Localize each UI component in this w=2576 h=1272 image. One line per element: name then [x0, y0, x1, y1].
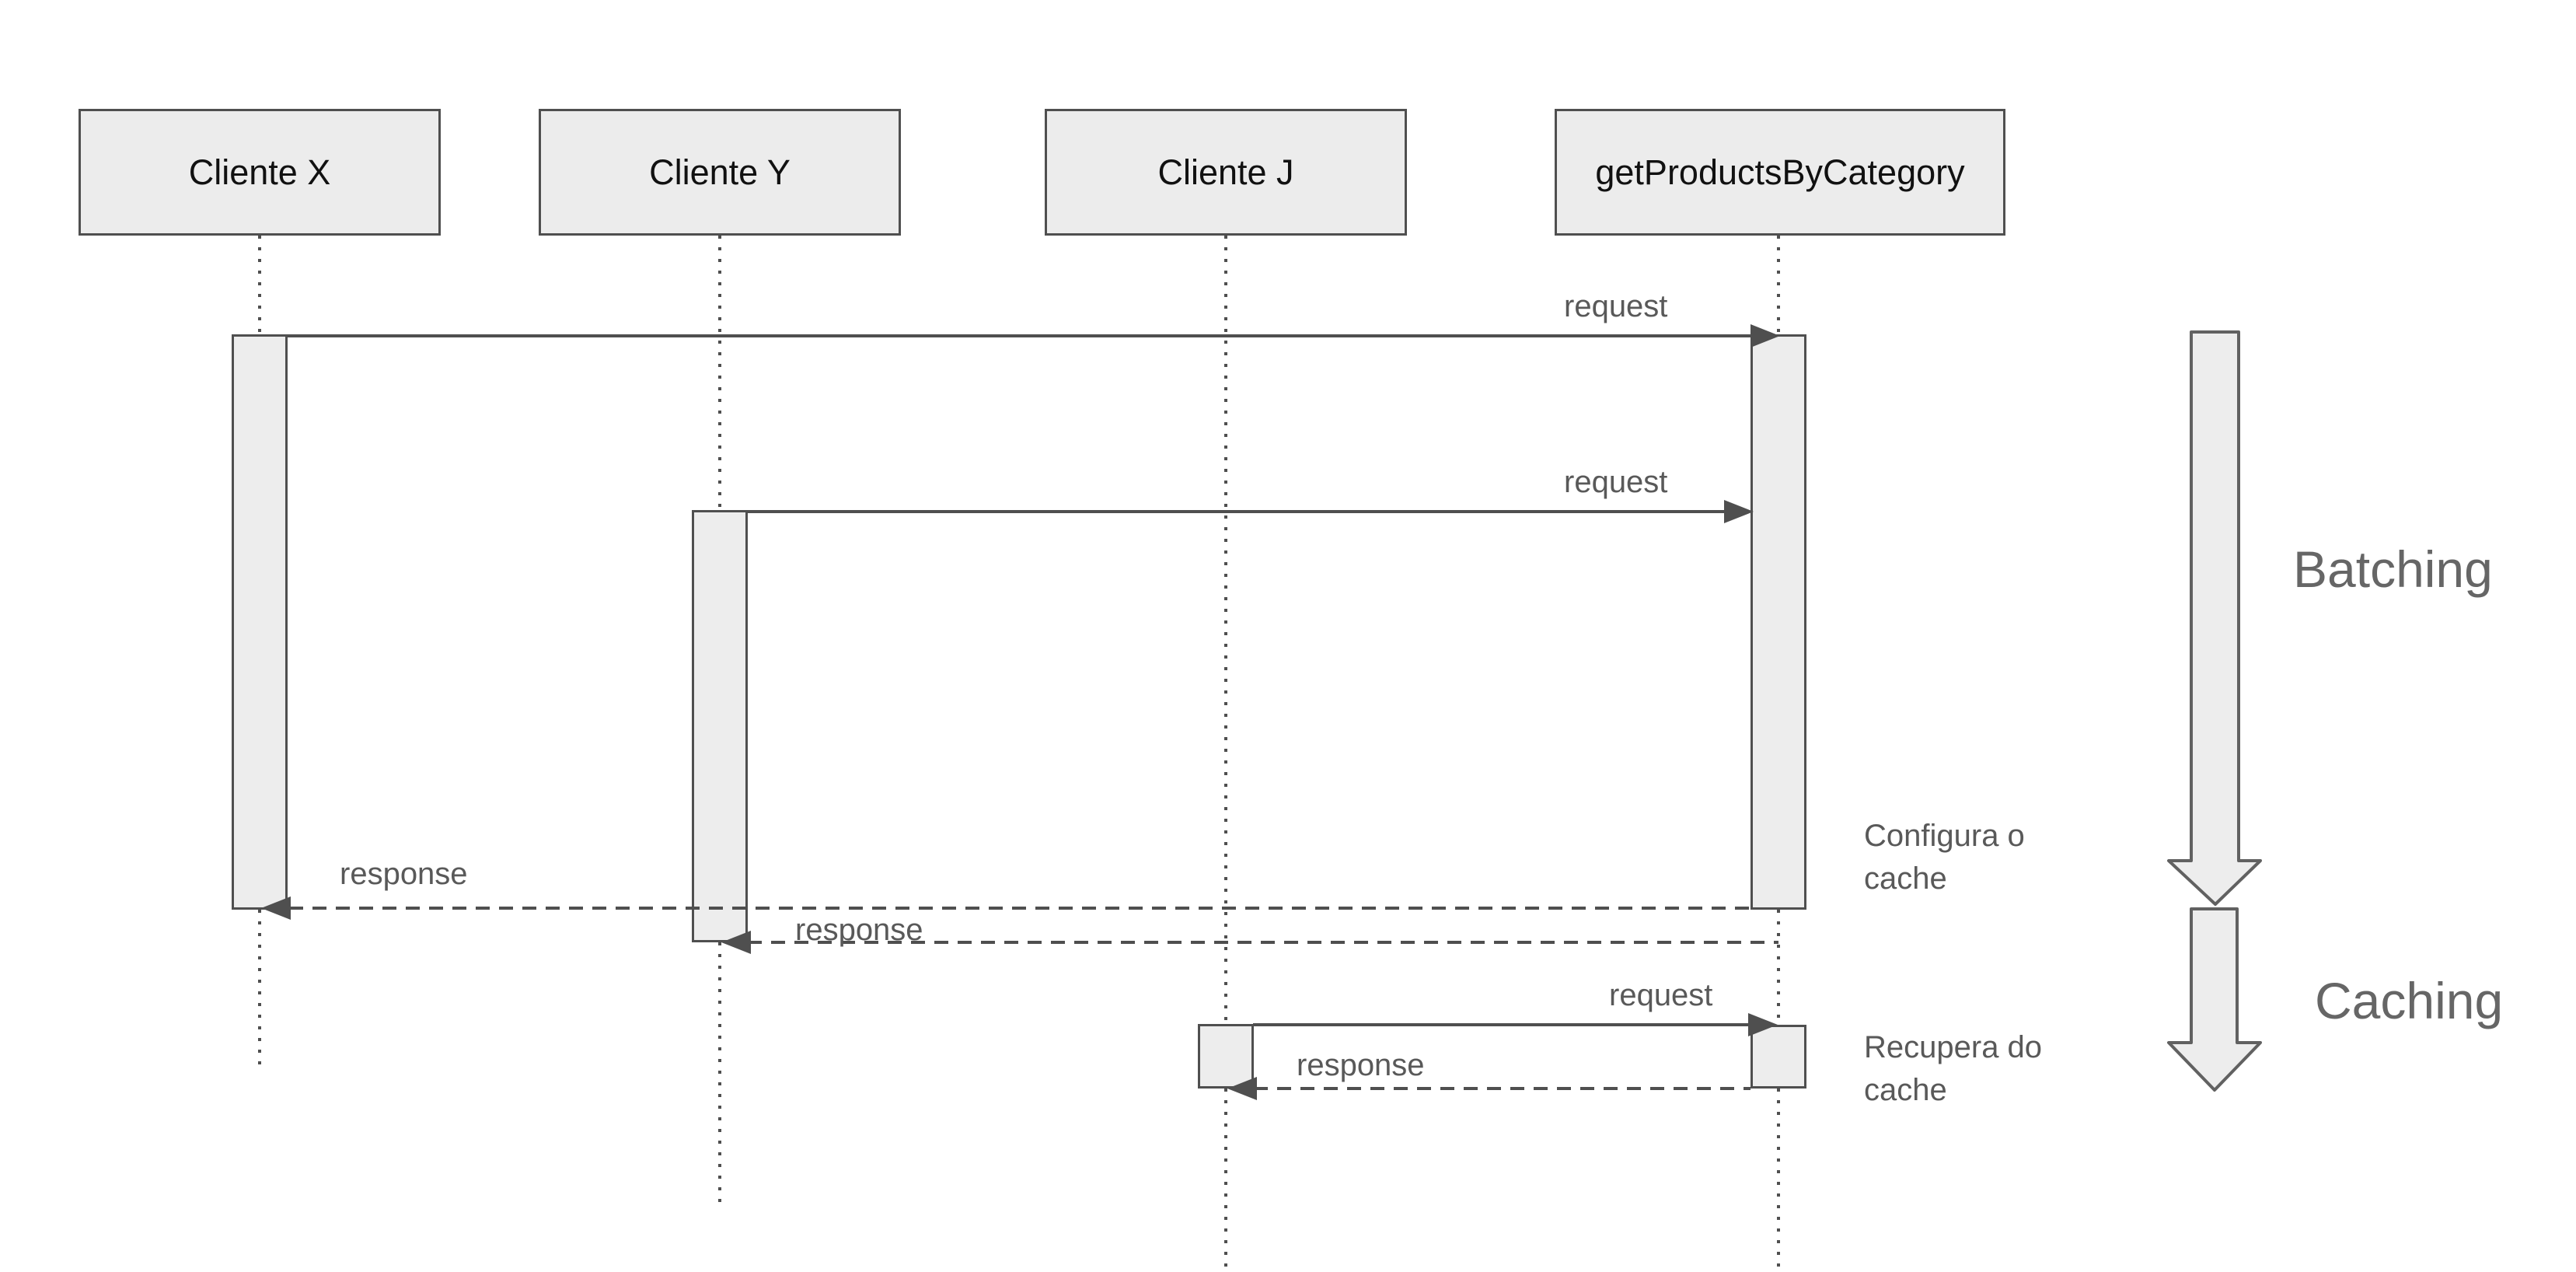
- participant-cliente-y-label: Cliente Y: [649, 152, 791, 192]
- message-label-response-3: response: [1297, 1048, 1425, 1082]
- participant-cliente-y: Cliente Y: [539, 109, 901, 236]
- message-line-response-3: [1254, 1087, 1750, 1090]
- participant-cliente-x-label: Cliente X: [188, 152, 331, 192]
- lifeline-cliente-j: [1224, 1089, 1227, 1267]
- phase-label-batching: Batching: [2293, 540, 2493, 598]
- message-label-request-2: request: [1564, 465, 1668, 499]
- batching-block-arrow: [2167, 330, 2262, 906]
- activation-cliente-x: [232, 334, 288, 910]
- participant-cliente-j-label: Cliente J: [1157, 152, 1294, 192]
- message-label-request-3: request: [1609, 978, 1713, 1012]
- phase-label-caching: Caching: [2315, 972, 2504, 1029]
- activation-getproductsbycategory-1: [1750, 334, 1806, 910]
- lifeline-cliente-j: [1224, 236, 1227, 1024]
- participant-getproductsbycategory-label: getProductsByCategory: [1595, 152, 1965, 192]
- activation-cliente-y: [692, 510, 748, 942]
- lifeline-cliente-x: [258, 236, 261, 334]
- participant-cliente-x: Cliente X: [79, 109, 441, 236]
- message-label-response-1: response: [340, 857, 468, 891]
- message-line-request-1: [288, 334, 1752, 337]
- lifeline-cliente-y: [718, 942, 721, 1210]
- arrowhead-request-1: [1750, 324, 1780, 348]
- caching-block-arrow: [2167, 907, 2262, 1092]
- arrowhead-request-2: [1724, 500, 1754, 523]
- participant-getproductsbycategory: getProductsByCategory: [1555, 109, 2005, 236]
- arrowhead-request-3: [1748, 1013, 1778, 1036]
- message-line-request-2: [748, 510, 1726, 513]
- lifeline-cliente-y: [718, 236, 721, 510]
- message-label-response-2: response: [795, 913, 923, 947]
- message-line-response-2: [748, 941, 1778, 944]
- arrowhead-response-1: [261, 896, 291, 920]
- lifeline-cliente-x: [258, 910, 261, 1067]
- lifeline-getproductsbycategory: [1777, 1089, 1780, 1267]
- message-label-request-1: request: [1564, 289, 1668, 323]
- message-line-request-3: [1253, 1023, 1749, 1026]
- participant-cliente-j: Cliente J: [1045, 109, 1407, 236]
- message-line-response-1: [289, 907, 1750, 910]
- lifeline-getproductsbycategory: [1777, 236, 1780, 334]
- lifeline-getproductsbycategory: [1777, 910, 1780, 1025]
- activation-cliente-j: [1198, 1024, 1254, 1089]
- arrowhead-response-2: [721, 931, 751, 954]
- note-recupera-do-cache: Recupera do cache: [1864, 1030, 2043, 1107]
- note-configura-o-cache: Configura o cache: [1864, 819, 2025, 896]
- arrowhead-response-3: [1227, 1077, 1257, 1100]
